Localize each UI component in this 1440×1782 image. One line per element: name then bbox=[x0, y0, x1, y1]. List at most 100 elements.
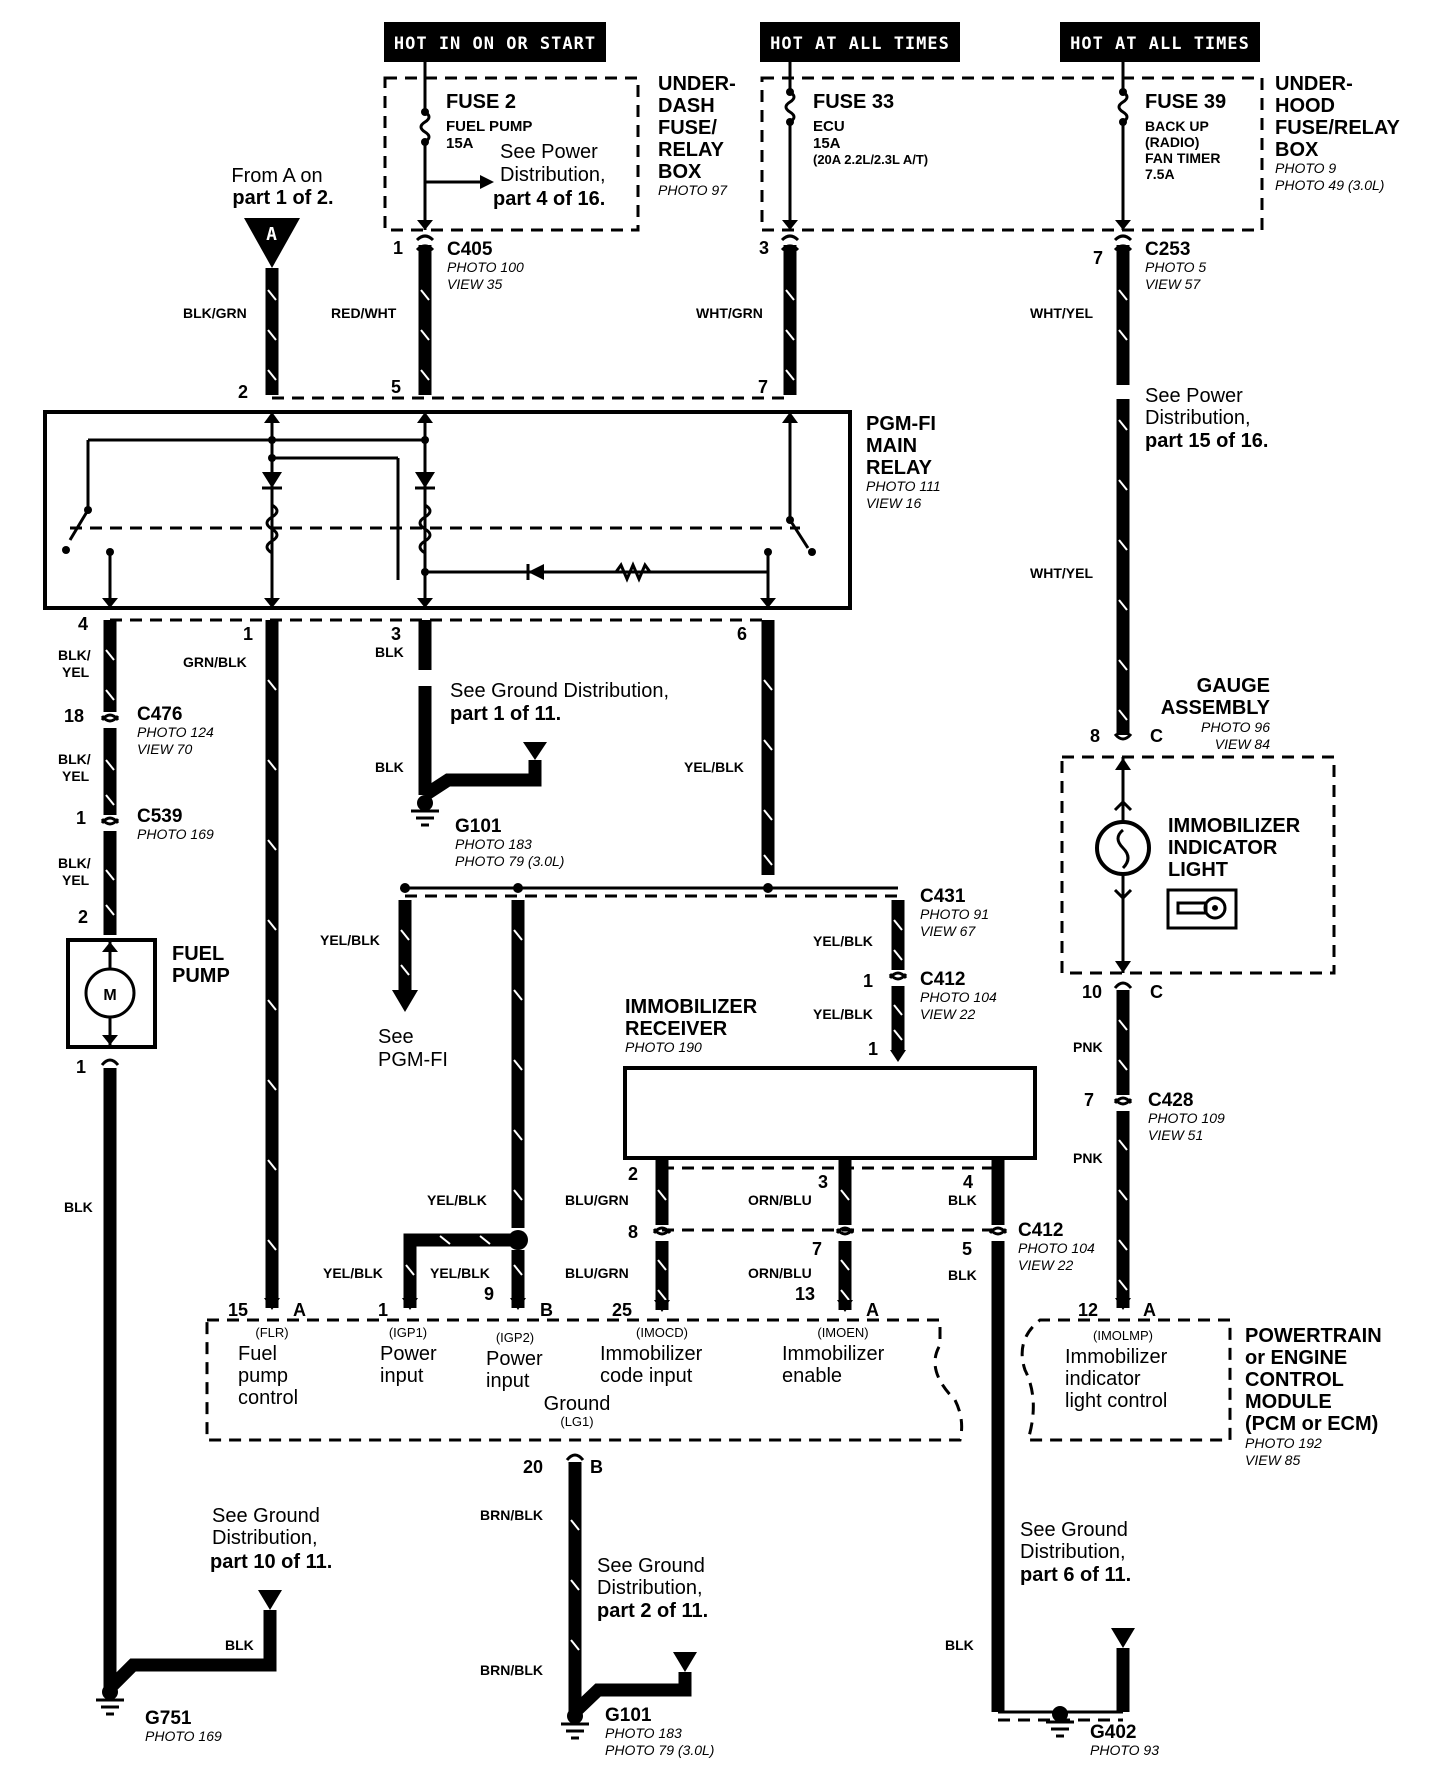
header-hot-in-on-or-start: HOT IN ON OR START bbox=[384, 22, 606, 62]
svg-text:10: 10 bbox=[1082, 982, 1102, 1002]
pnk-wire bbox=[1113, 981, 1133, 1310]
c253-connector: 7 C253 PHOTO 5 VIEW 57 bbox=[1093, 239, 1206, 292]
svg-text:DASH: DASH bbox=[658, 95, 715, 117]
svg-text:control: control bbox=[238, 1387, 298, 1409]
svg-text:or ENGINE: or ENGINE bbox=[1245, 1347, 1347, 1369]
pcm-box-left: (FLR) Fuel pump control (IGP1) Power inp… bbox=[205, 1318, 964, 1442]
svg-text:PNK: PNK bbox=[1073, 1039, 1103, 1055]
fuel-pump-ground-wire bbox=[96, 1058, 282, 1716]
svg-text:PHOTO 91: PHOTO 91 bbox=[920, 906, 989, 922]
svg-text:G101: G101 bbox=[455, 816, 502, 837]
svg-text:6: 6 bbox=[737, 624, 747, 644]
svg-text:HOT AT ALL TIMES: HOT AT ALL TIMES bbox=[770, 34, 950, 54]
svg-text:C431: C431 bbox=[920, 886, 966, 907]
svg-text:UNDER-: UNDER- bbox=[658, 73, 736, 95]
svg-text:PHOTO 169: PHOTO 169 bbox=[145, 1728, 222, 1744]
svg-text:PHOTO 93: PHOTO 93 bbox=[1090, 1742, 1159, 1758]
svg-text:FUSE/: FUSE/ bbox=[658, 117, 717, 139]
svg-text:BLK/: BLK/ bbox=[58, 647, 91, 663]
svg-text:PHOTO 96: PHOTO 96 bbox=[1201, 719, 1270, 735]
svg-text:PHOTO 104: PHOTO 104 bbox=[1018, 1240, 1095, 1256]
see-power-part15: See Power Distribution, part 15 of 16. bbox=[1145, 385, 1268, 452]
svg-text:PHOTO 104: PHOTO 104 bbox=[920, 989, 997, 1005]
pcm-box-right: (IMOLMP) Immobilizer indicator light con… bbox=[1020, 1318, 1382, 1468]
svg-text:7: 7 bbox=[758, 377, 768, 397]
wire-color-wht-yel-1: WHT/YEL bbox=[1030, 305, 1093, 321]
svg-text:Immobilizer: Immobilizer bbox=[782, 1343, 885, 1365]
svg-text:BACK UP: BACK UP bbox=[1145, 118, 1209, 134]
grn-blk-wire bbox=[264, 620, 280, 1310]
svg-text:15A: 15A bbox=[813, 135, 841, 152]
svg-text:1: 1 bbox=[863, 971, 873, 991]
wire-color-blk-grn: BLK/GRN bbox=[183, 305, 247, 321]
svg-text:C405: C405 bbox=[447, 239, 493, 260]
svg-text:VIEW 84: VIEW 84 bbox=[1215, 736, 1270, 752]
svg-text:BLK: BLK bbox=[64, 1199, 93, 1215]
svg-text:A: A bbox=[1143, 1300, 1156, 1320]
svg-text:PHOTO 100: PHOTO 100 bbox=[447, 259, 524, 275]
svg-text:enable: enable bbox=[782, 1365, 842, 1387]
see-ground-part1: See Ground Distribution, part 1 of 11. bbox=[450, 680, 669, 725]
svg-text:7: 7 bbox=[812, 1239, 822, 1259]
c476-connector: 18 C476 PHOTO 124 VIEW 70 bbox=[64, 704, 214, 757]
svg-text:Distribution,: Distribution, bbox=[1020, 1541, 1126, 1563]
svg-text:ORN/BLU: ORN/BLU bbox=[748, 1192, 812, 1208]
svg-text:IMMOBILIZER: IMMOBILIZER bbox=[625, 996, 758, 1018]
svg-text:(LG1): (LG1) bbox=[560, 1414, 593, 1429]
svg-text:2: 2 bbox=[78, 907, 88, 927]
svg-text:input: input bbox=[486, 1370, 530, 1392]
svg-text:3: 3 bbox=[818, 1172, 828, 1192]
svg-text:BLU/GRN: BLU/GRN bbox=[565, 1192, 629, 1208]
svg-text:BLU/GRN: BLU/GRN bbox=[565, 1265, 629, 1281]
svg-text:PHOTO 183: PHOTO 183 bbox=[605, 1725, 682, 1741]
svg-text:PHOTO 109: PHOTO 109 bbox=[1148, 1110, 1225, 1126]
svg-text:A: A bbox=[293, 1300, 306, 1320]
svg-text:PGM-FI: PGM-FI bbox=[866, 413, 936, 435]
svg-text:See Power: See Power bbox=[1145, 385, 1243, 407]
receiver-pin-1: 1 bbox=[868, 1039, 878, 1059]
c431-connector: C431 PHOTO 91 VIEW 67 bbox=[920, 886, 989, 939]
g101-ground-bottom: G101 PHOTO 183 PHOTO 79 (3.0L) bbox=[605, 1705, 714, 1758]
g101-ground-top: G101 PHOTO 183 PHOTO 79 (3.0L) bbox=[455, 816, 564, 869]
svg-text:(IMOLMP): (IMOLMP) bbox=[1093, 1328, 1153, 1343]
svg-text:HOT IN ON OR START: HOT IN ON OR START bbox=[394, 34, 596, 54]
svg-text:Distribution,: Distribution, bbox=[597, 1577, 703, 1599]
svg-text:RELAY: RELAY bbox=[658, 139, 725, 161]
svg-text:C: C bbox=[1150, 726, 1163, 746]
svg-text:part 10 of 11.: part 10 of 11. bbox=[210, 1551, 332, 1573]
svg-text:See Ground Distribution,: See Ground Distribution, bbox=[450, 680, 669, 702]
svg-text:part 2 of 11.: part 2 of 11. bbox=[597, 1600, 708, 1622]
svg-text:PHOTO 190: PHOTO 190 bbox=[625, 1039, 702, 1055]
svg-text:3: 3 bbox=[391, 624, 401, 644]
svg-text:PHOTO 79 (3.0L): PHOTO 79 (3.0L) bbox=[455, 853, 564, 869]
svg-text:ASSEMBLY: ASSEMBLY bbox=[1161, 697, 1271, 719]
svg-text:(IGP1): (IGP1) bbox=[389, 1325, 427, 1340]
svg-text:pump: pump bbox=[238, 1365, 288, 1387]
pump-motor-symbol: M bbox=[103, 987, 116, 1004]
svg-text:BOX: BOX bbox=[658, 161, 702, 183]
svg-text:GAUGE: GAUGE bbox=[1197, 675, 1270, 697]
svg-text:VIEW 16: VIEW 16 bbox=[866, 495, 921, 511]
svg-text:7.5A: 7.5A bbox=[1145, 166, 1175, 182]
svg-text:PNK: PNK bbox=[1073, 1150, 1103, 1166]
wire-color-red-wht: RED/WHT bbox=[331, 305, 397, 321]
pin-c3: 3 bbox=[759, 238, 769, 258]
g402-label: G402 PHOTO 93 bbox=[1090, 1722, 1159, 1758]
svg-text:indicator: indicator bbox=[1065, 1368, 1141, 1390]
svg-text:GRN/BLK: GRN/BLK bbox=[183, 654, 247, 670]
svg-text:18: 18 bbox=[64, 706, 84, 726]
wire-color-wht-grn: WHT/GRN bbox=[696, 305, 763, 321]
svg-text:ECU: ECU bbox=[813, 118, 845, 135]
svg-text:Ground: Ground bbox=[544, 1393, 611, 1415]
svg-text:VIEW 67: VIEW 67 bbox=[920, 923, 976, 939]
svg-text:MODULE: MODULE bbox=[1245, 1391, 1332, 1413]
svg-text:5: 5 bbox=[391, 377, 401, 397]
svg-text:(20A 2.2L/2.3L A/T): (20A 2.2L/2.3L A/T) bbox=[813, 152, 928, 167]
svg-text:PHOTO 124: PHOTO 124 bbox=[137, 724, 214, 740]
svg-text:15: 15 bbox=[228, 1300, 248, 1320]
svg-text:See Ground: See Ground bbox=[597, 1555, 705, 1577]
svg-text:POWERTRAIN: POWERTRAIN bbox=[1245, 1325, 1382, 1347]
svg-text:ORN/BLU: ORN/BLU bbox=[748, 1265, 812, 1281]
svg-text:light control: light control bbox=[1065, 1390, 1167, 1412]
